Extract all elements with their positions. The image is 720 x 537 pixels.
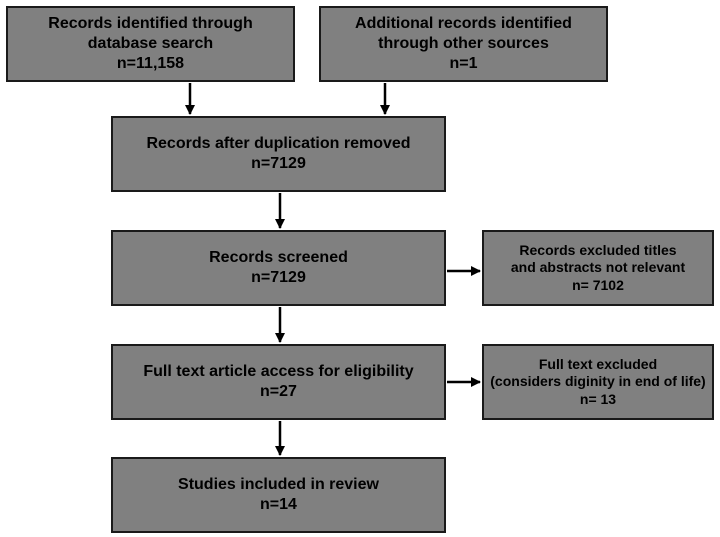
box-text-line: Records excluded titles	[519, 241, 677, 258]
box-text-line: through other sources	[378, 35, 549, 52]
box-text-line: Records identified through	[48, 15, 253, 32]
box-text-line: (considers diginity in end of life)	[490, 373, 706, 390]
box-count: n=1	[449, 55, 478, 72]
additional-records-box: Additional records identified through ot…	[319, 6, 608, 82]
box-count: n=7129	[251, 269, 306, 286]
records-after-duplicates-box: Records after duplication removed n=7129	[111, 116, 446, 192]
box-count: n=11,158	[116, 55, 185, 72]
studies-included-box: Studies included in review n=14	[111, 457, 446, 533]
box-count: n=27	[260, 383, 297, 400]
box-text-line: Additional records identified	[355, 15, 572, 32]
box-count: n= 7102	[572, 276, 624, 293]
full-text-excluded-box: Full text excluded (considers diginity i…	[482, 344, 714, 420]
box-count: n=14	[260, 496, 297, 513]
box-text-line: Studies included in review	[178, 476, 379, 493]
full-text-eligibility-box: Full text article access for eligibility…	[111, 344, 446, 420]
records-identified-database-box: Records identified through database sear…	[6, 6, 295, 82]
box-text-line: Records screened	[209, 249, 348, 266]
box-text-line: Full text article access for eligibility	[143, 363, 414, 380]
records-screened-box: Records screened n=7129	[111, 230, 446, 306]
records-excluded-box: Records excluded titles and abstracts no…	[482, 230, 714, 306]
box-text-line: Records after duplication removed	[146, 135, 411, 152]
box-count: n= 13	[579, 390, 617, 407]
box-text-line: and abstracts not relevant	[510, 259, 686, 276]
box-text-line: database search	[87, 35, 214, 52]
box-count: n=7129	[251, 155, 306, 172]
box-text-line: Full text excluded	[538, 355, 658, 372]
